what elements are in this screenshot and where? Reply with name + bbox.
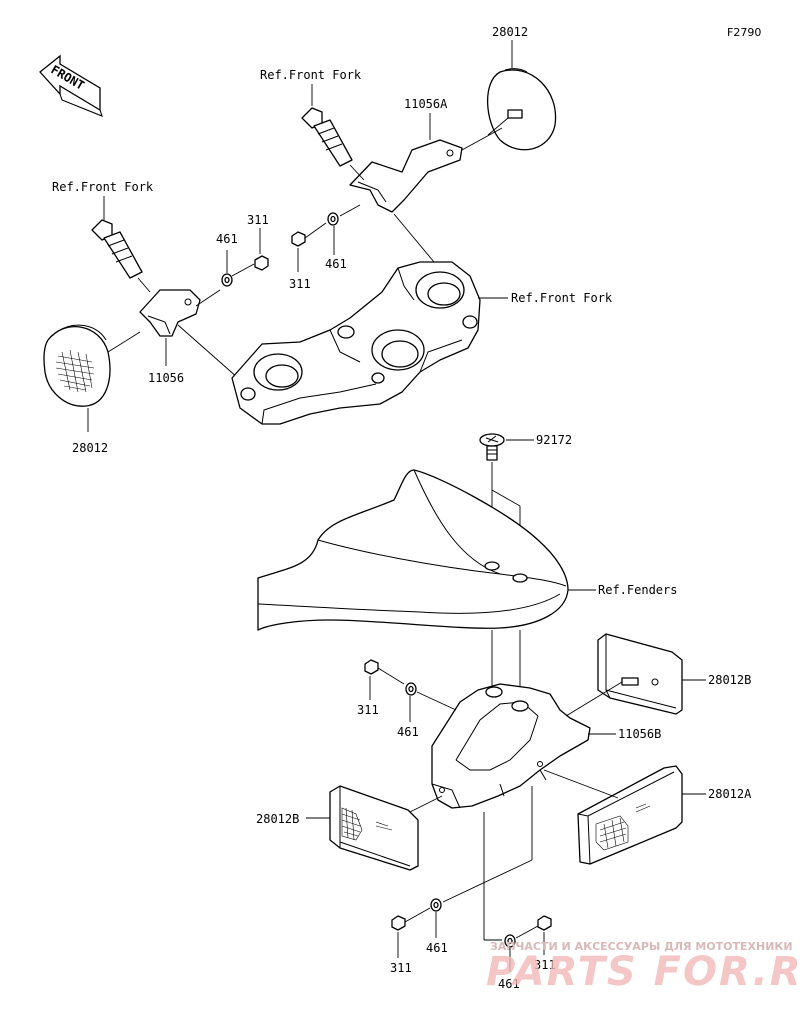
label-28012b-right: 28012B <box>708 673 751 687</box>
label-ref-fenders: Ref.Fenders <box>598 583 677 597</box>
label-11056b: 11056B <box>618 727 661 741</box>
label-28012-top: 28012 <box>492 25 528 39</box>
bolt-left <box>91 219 143 279</box>
label-11056a: 11056A <box>404 97 448 111</box>
reflector-28012b-left <box>329 785 419 871</box>
label-311-b: 311 <box>289 277 311 291</box>
bracket-11056b <box>431 683 591 809</box>
label-92172: 92172 <box>536 433 572 447</box>
front-arrow-icon: FRONT <box>39 54 103 117</box>
label-ref-front-fork-2: Ref.Front Fork <box>52 180 154 194</box>
label-ref-front-fork-1: Ref.Front Fork <box>260 68 362 82</box>
bracket-11056a <box>349 139 463 213</box>
label-461-d: 461 <box>426 941 448 955</box>
nut-311-c <box>364 659 379 675</box>
reflector-28012-top <box>486 68 557 151</box>
washer-461-a <box>221 273 233 287</box>
label-311-d: 311 <box>390 961 412 975</box>
reflector-28012-left <box>43 324 111 407</box>
washer-461-c <box>405 682 417 696</box>
label-311-c: 311 <box>357 703 379 717</box>
nut-311-b <box>291 231 306 247</box>
label-11056: 11056 <box>148 371 184 385</box>
label-461-e: 461 <box>498 977 520 991</box>
label-311-a: 311 <box>247 213 269 227</box>
nut-311-a <box>254 255 269 271</box>
label-461-a: 461 <box>216 232 238 246</box>
reflector-28012b-right <box>597 633 683 715</box>
rear-fender <box>257 469 569 631</box>
label-461-c: 461 <box>397 725 419 739</box>
bracket-11056 <box>139 289 201 337</box>
washer-461-d <box>430 898 442 912</box>
watermark-tagline: ЗАПЧАСТИ И АКСЕССУАРЫ ДЛЯ МОТОТЕХНИКИ <box>490 940 793 953</box>
screw-92172 <box>479 433 505 461</box>
nut-311-d <box>391 915 406 931</box>
watermark-brand: PARTS FOR.RU <box>486 949 800 995</box>
reflector-28012a <box>577 765 683 865</box>
washer-461-e <box>504 934 516 948</box>
label-461-b: 461 <box>325 257 347 271</box>
bolt-top <box>301 107 353 167</box>
label-ref-front-fork-3: Ref.Front Fork <box>511 291 613 305</box>
fork-bracket <box>231 261 481 425</box>
figure-code: F2790 <box>727 26 761 39</box>
label-28012-left: 28012 <box>72 441 108 455</box>
label-311-e: 311 <box>534 958 556 972</box>
label-28012a: 28012A <box>708 787 752 801</box>
nut-311-e <box>537 915 552 931</box>
label-28012b-left: 28012B <box>256 812 299 826</box>
washer-461-b <box>327 212 339 226</box>
